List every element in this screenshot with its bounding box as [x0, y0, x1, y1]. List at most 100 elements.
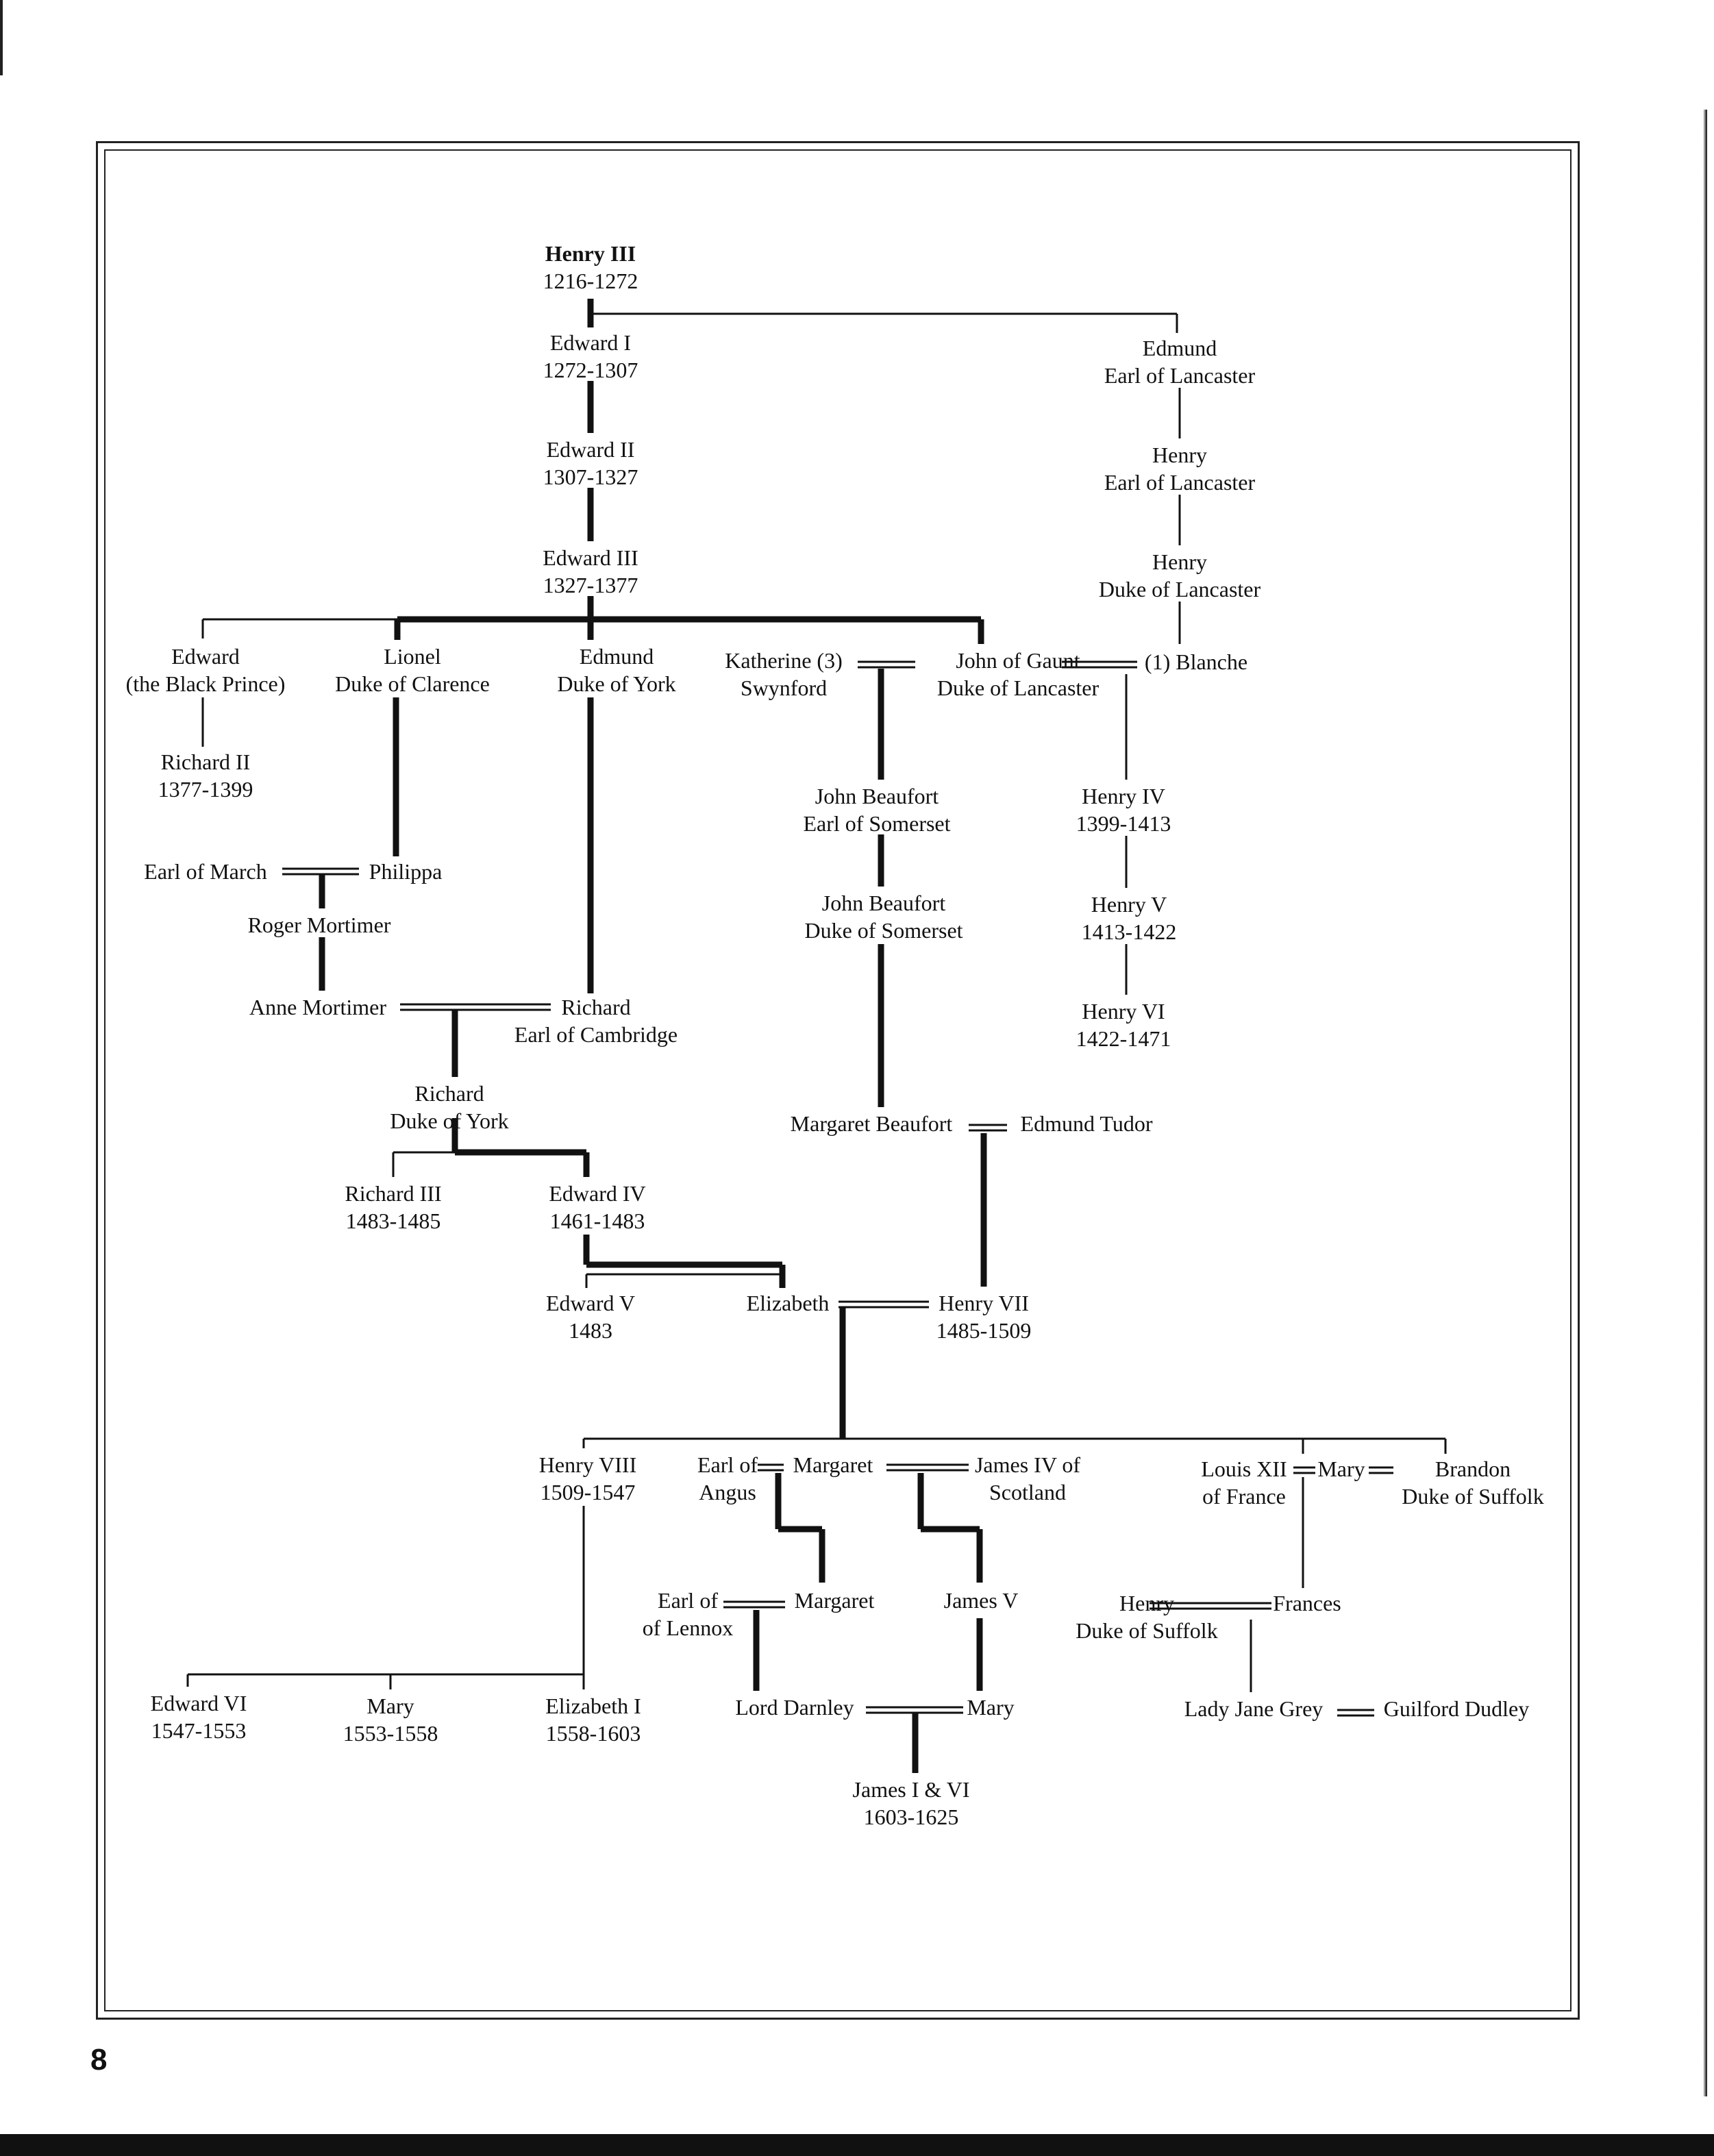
person-name: Louis XII	[1201, 1457, 1287, 1481]
person-roger-mortimer: Roger Mortimer	[248, 911, 391, 939]
person-name: Henry VIII	[538, 1452, 637, 1477]
person-name: Roger Mortimer	[247, 913, 391, 937]
person-name: Edmund	[1142, 336, 1217, 360]
scan-edge-right	[1703, 110, 1707, 2096]
person-name: Katherine (3)	[725, 648, 843, 673]
person-name: Margaret	[793, 1452, 873, 1477]
person-mary-tudor: Mary	[1317, 1455, 1365, 1483]
person-henry-iv: Henry IV 1399-1413	[1076, 782, 1171, 837]
person-detail: 1461-1483	[549, 1209, 645, 1233]
person-name: Anne Mortimer	[249, 995, 386, 1019]
person-name: Mary	[1317, 1457, 1365, 1481]
person-guilford-dudley: Guilford Dudley	[1384, 1695, 1529, 1722]
person-james-v: James V	[944, 1587, 1019, 1614]
person-richard-ii: Richard II 1377-1399	[158, 748, 253, 803]
person-name: Edward I	[549, 330, 632, 355]
person-detail: Earl of Somerset	[803, 811, 951, 836]
person-name: Edward	[171, 644, 240, 669]
person-detail: 1422-1471	[1076, 1026, 1171, 1051]
person-blanche: (1) Blanche	[1145, 648, 1247, 676]
person-detail: 1558-1603	[545, 1721, 641, 1746]
person-detail: 1509-1547	[540, 1480, 636, 1504]
person-name: James V	[943, 1588, 1019, 1613]
person-name: James IV of	[974, 1452, 1081, 1477]
person-detail: Earl of Lancaster	[1104, 470, 1256, 495]
person-detail: 1377-1399	[158, 777, 253, 802]
person-name: Earl of March	[144, 859, 267, 884]
person-detail: 1553-1558	[343, 1721, 438, 1746]
person-name: Edward VI	[150, 1691, 247, 1715]
person-name: Lady Jane Grey	[1184, 1696, 1324, 1721]
person-elizabeth-i: Elizabeth I 1558-1603	[545, 1692, 641, 1747]
person-detail: Duke of Somerset	[804, 918, 963, 943]
person-name: Henry IV	[1082, 784, 1165, 808]
person-henry-viii: Henry VIII 1509-1547	[539, 1451, 636, 1506]
person-philippa: Philippa	[369, 858, 443, 885]
person-detail: Duke of Clarence	[335, 671, 490, 696]
person-anne-mortimer: Anne Mortimer	[249, 993, 386, 1021]
person-detail: 1603-1625	[863, 1805, 959, 1829]
person-detail: 1327-1377	[543, 573, 638, 597]
person-detail: 1307-1327	[543, 464, 638, 489]
person-detail: Duke of Lancaster	[1098, 577, 1261, 602]
person-katherine: Katherine (3)Swynford	[725, 647, 842, 702]
person-detail: 1399-1413	[1076, 811, 1171, 836]
person-name: Philippa	[369, 859, 443, 884]
person-earl-march: Earl of March	[144, 858, 266, 885]
person-name: Henry III	[545, 241, 636, 266]
person-detail: of France	[1202, 1484, 1286, 1509]
person-name: Richard II	[160, 749, 251, 774]
person-detail: 1483	[568, 1318, 612, 1343]
person-margaret-douglas: Margaret	[795, 1587, 875, 1614]
person-name: Edmund	[579, 644, 654, 669]
person-name: Richard	[561, 995, 631, 1019]
chart-frame-inner	[104, 149, 1572, 2011]
person-name: James I & VI	[852, 1777, 970, 1802]
person-detail: Duke of Suffolk	[1076, 1618, 1218, 1643]
page-number: 8	[90, 2043, 108, 2077]
person-elizabeth-york: Elizabeth	[747, 1289, 830, 1317]
person-name: Earl of	[697, 1452, 758, 1477]
person-detail: Earl of Lancaster	[1104, 363, 1256, 388]
person-name: Edmund Tudor	[1020, 1111, 1153, 1136]
person-margaret-tudor: Margaret	[793, 1451, 873, 1478]
person-name: Edward II	[546, 437, 635, 462]
person-lord-darnley: Lord Darnley	[735, 1694, 854, 1721]
person-margaret-beaufort: Margaret Beaufort	[791, 1110, 953, 1137]
person-name: Lionel	[384, 644, 441, 669]
person-frances: Frances	[1273, 1589, 1341, 1617]
person-edward-i: Edward I 1272-1307	[543, 329, 638, 384]
person-name: Frances	[1273, 1591, 1341, 1615]
person-detail: 1272-1307	[543, 358, 638, 382]
person-name: John Beaufort	[815, 784, 939, 808]
person-name: Elizabeth I	[545, 1694, 641, 1718]
person-detail: 1413-1422	[1081, 919, 1177, 944]
person-detail: (the Black Prince)	[125, 671, 286, 696]
person-detail: Duke of Suffolk	[1402, 1484, 1544, 1509]
person-mary-scots: Mary	[967, 1694, 1014, 1721]
person-name: Richard	[414, 1081, 484, 1106]
person-edmund-tudor: Edmund Tudor	[1021, 1110, 1153, 1137]
person-name: Henry VI	[1082, 999, 1165, 1024]
person-detail: Earl of Cambridge	[514, 1022, 678, 1047]
person-name: Richard III	[345, 1181, 442, 1206]
person-name: Mary	[367, 1694, 414, 1718]
person-name: Henry V	[1091, 892, 1167, 917]
